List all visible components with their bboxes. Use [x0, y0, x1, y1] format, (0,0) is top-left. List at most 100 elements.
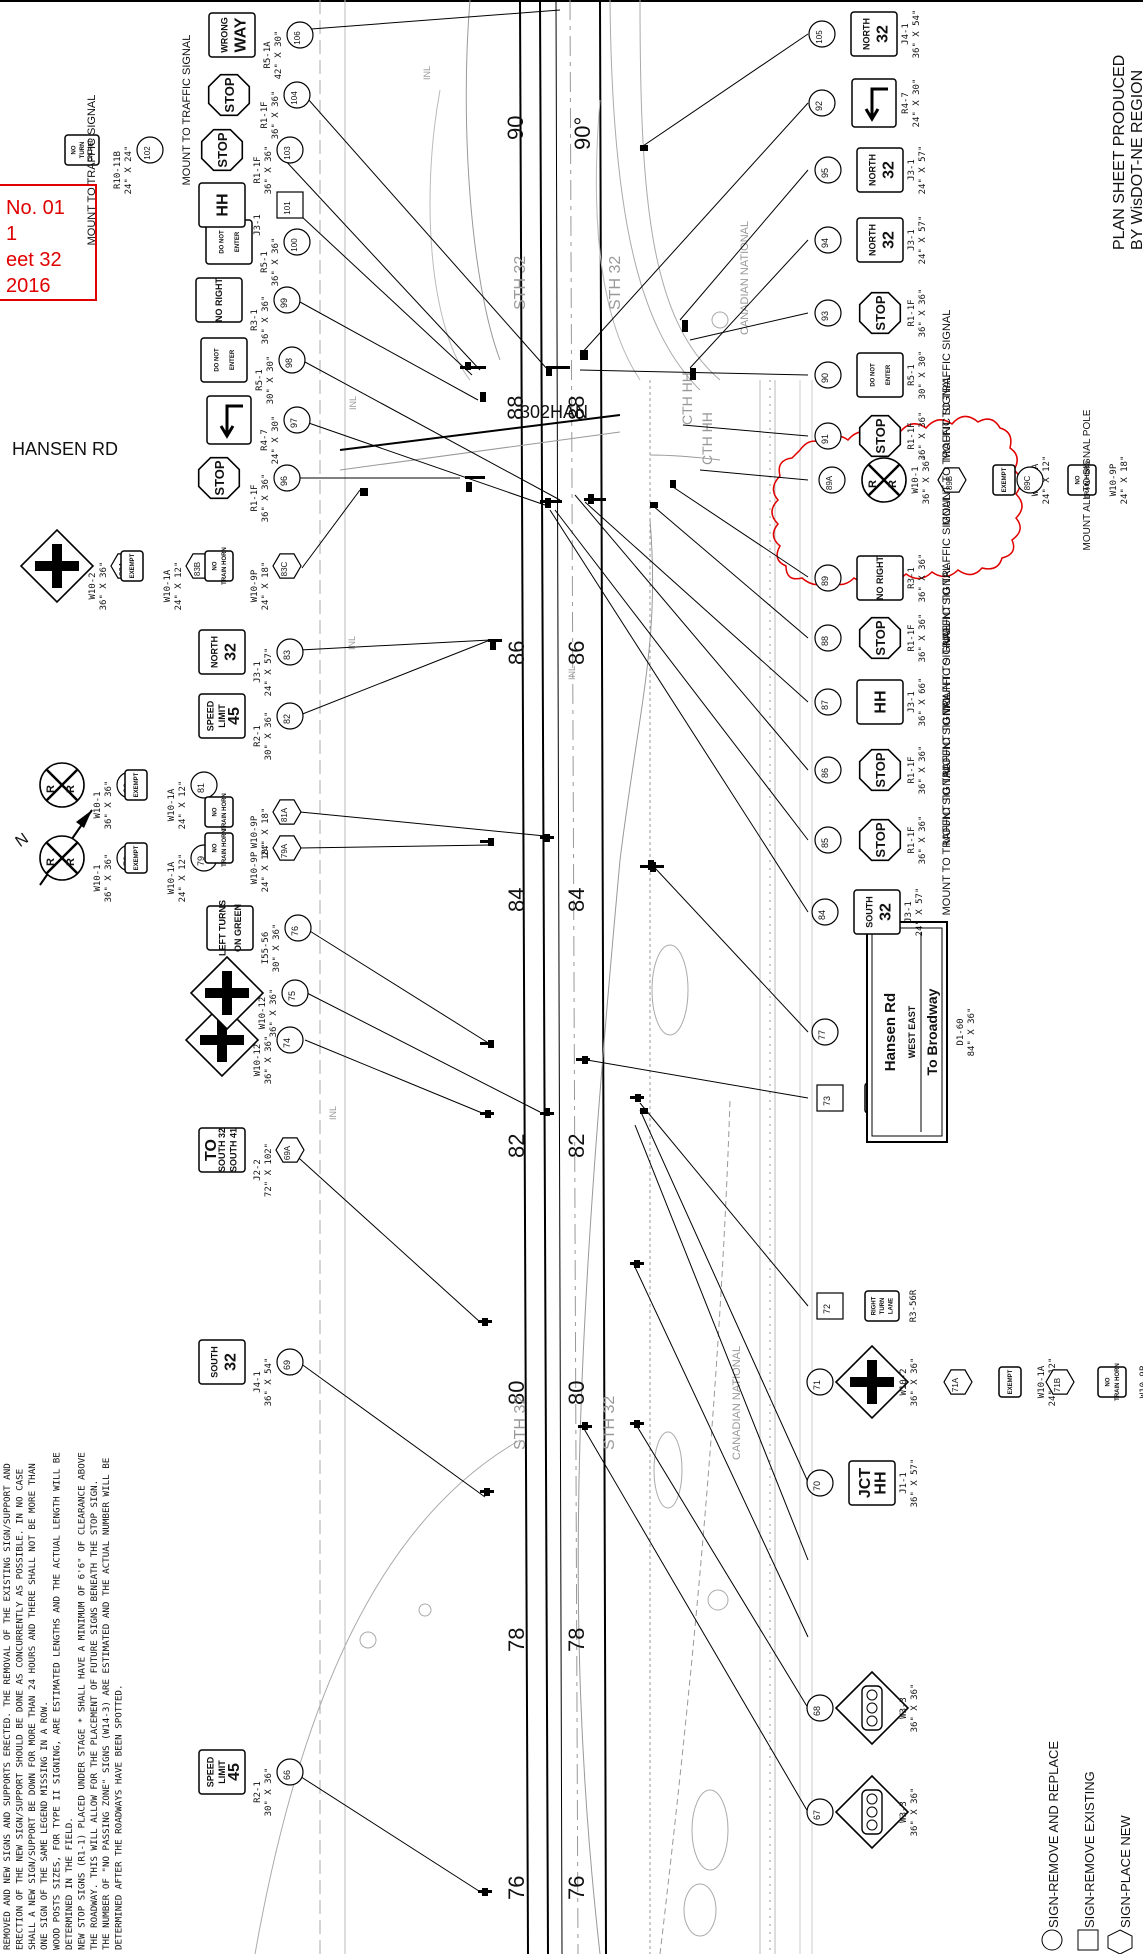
stop-sign-text: STOP	[873, 418, 888, 453]
legend-label-remove-replace: SIGN-REMOVE AND REPLACE	[1046, 1741, 1061, 1928]
sign-size: 42" X 30"	[274, 31, 284, 80]
sth32-label-bottom-b: STH 32	[601, 1396, 618, 1450]
sign-size: 30" X 36"	[272, 924, 282, 973]
mount-to-traffic-signal-note: MOUNT TO TRAFFIC SIGNAL	[941, 310, 953, 461]
vegetation	[359, 311, 729, 1937]
sign-marker-circle	[190, 771, 218, 799]
sign-face-text: NO RIGHT	[875, 555, 885, 600]
legend-hexagon-symbol	[1107, 1929, 1133, 1954]
sign-size: 36" X 36"	[918, 412, 928, 461]
sign-marker-circle	[276, 1026, 304, 1054]
plaque-sign-icon	[992, 464, 1016, 496]
dne-sign-icon	[856, 352, 904, 398]
note-line: SHALL A NEW SIGN/SUPPORT BE DOWN FOR MOR…	[27, 1463, 38, 1950]
sign-face-text: NORTH	[209, 636, 219, 668]
sign-size: 36" X 36"	[910, 1788, 920, 1837]
sign-face-text: NO	[212, 807, 218, 816]
sign-code: R5-1	[907, 364, 917, 386]
rr-letter: R	[867, 480, 879, 488]
sign-code: R1-1F	[907, 756, 917, 783]
sign-size: 24" X 12"	[174, 562, 184, 611]
legend-square-symbol	[1077, 1929, 1099, 1951]
sign-code: J3-1	[907, 159, 917, 181]
sign-marker-circle	[808, 89, 836, 117]
sign-code: W10-9P	[250, 851, 260, 884]
speed-sign-icon	[198, 693, 246, 739]
plaque-sign-icon	[204, 550, 234, 582]
mount-to-traffic-signal-note: MOUNT TO TRAFFIC SIGNAL	[941, 565, 953, 716]
mount-to-traffic-signal-note: MOUNT TO TRAFFIC SIGNAL	[181, 35, 193, 186]
station-86b: 86	[564, 641, 589, 665]
legend-circle-symbol	[1041, 1929, 1063, 1951]
sign-face-text: TRAIN HORN	[222, 829, 228, 867]
sign-marker-circle	[276, 1348, 304, 1376]
sign-size: 24" X 57"	[264, 648, 274, 697]
sign-marker-circle	[806, 1694, 834, 1722]
sign-code: R2-1	[253, 725, 263, 747]
inl-label-5: INL	[348, 396, 358, 410]
sign-code: J3-1	[253, 214, 263, 236]
sign-id: 101	[283, 201, 292, 215]
sign-marker-circle	[814, 826, 842, 854]
sign-id: 74	[282, 1038, 292, 1048]
plaque-sign-icon	[120, 550, 144, 582]
guide-sign-icon	[866, 921, 948, 1143]
sign-face-text: NO	[72, 145, 78, 154]
sign-size: 36" X 36"	[271, 238, 281, 287]
stop-sign-text: STOP	[215, 132, 230, 167]
sign-face-text: NO	[212, 561, 218, 570]
speed-sign-icon	[198, 1749, 246, 1795]
sign-id: 89	[820, 576, 830, 586]
sign-id: 81	[196, 783, 206, 793]
sign-marker-hexagon	[937, 467, 967, 493]
sign-code: R3-1	[907, 567, 917, 589]
sign-id: 106	[293, 31, 302, 45]
sign-id: 99	[279, 298, 289, 308]
sign-face-text: 32	[880, 231, 897, 249]
sign-id: 104	[290, 91, 299, 105]
sign-code: R5-1	[255, 369, 265, 391]
sign-face-text: ENTER	[886, 364, 892, 385]
inl-label-3: INL	[567, 666, 577, 680]
station-80: 80	[504, 1381, 529, 1405]
plaque-sign-icon	[864, 1290, 900, 1322]
station-76: 76	[504, 1876, 529, 1900]
sign-face-text: LIMIT	[217, 1760, 227, 1784]
revision-line-1: No. 01	[6, 197, 65, 219]
sign-size: 36" X 54"	[264, 1358, 274, 1407]
station-78b: 78	[564, 1628, 589, 1652]
station-86: 86	[504, 641, 529, 665]
inl-label-2: INL	[347, 636, 357, 650]
sign-id: 70	[812, 1481, 822, 1491]
sign-face-text: LIMIT	[217, 704, 227, 728]
sign-size: 24" X 57"	[918, 216, 928, 265]
sign-face-text: JCT	[857, 1468, 874, 1498]
turn-arrow-sign-icon	[851, 78, 897, 128]
guide-sign-line-1: Hansen Rd	[882, 993, 899, 1071]
sign-face-text: 32	[877, 903, 894, 921]
sign-face-text: TRAIN HORN	[1115, 1363, 1121, 1401]
plaque-sign-icon	[124, 842, 148, 874]
sign-code: J3-1	[907, 691, 917, 713]
sign-code: R1-1F	[907, 422, 917, 449]
sign-id: 86	[820, 768, 830, 778]
sign-83A: 83AW10-236" X 36"	[19, 528, 140, 610]
sign-code: W3-3	[899, 1801, 909, 1823]
sign-id: 82	[282, 714, 292, 724]
sign-size: 30" X 36"	[264, 712, 274, 761]
sign-id: 85	[820, 838, 830, 848]
sign-size: 36" X 36"	[271, 91, 281, 140]
sign-face-text: HH	[872, 1471, 889, 1494]
note-line: DETERMINED AFTER THE ROADWAYS HAVE BEEN …	[114, 1684, 125, 1950]
panel-sign-icon	[856, 555, 904, 601]
mount-to-traffic-signal-note: MOUNT TO TRAFFIC SIGNAL	[941, 765, 953, 916]
